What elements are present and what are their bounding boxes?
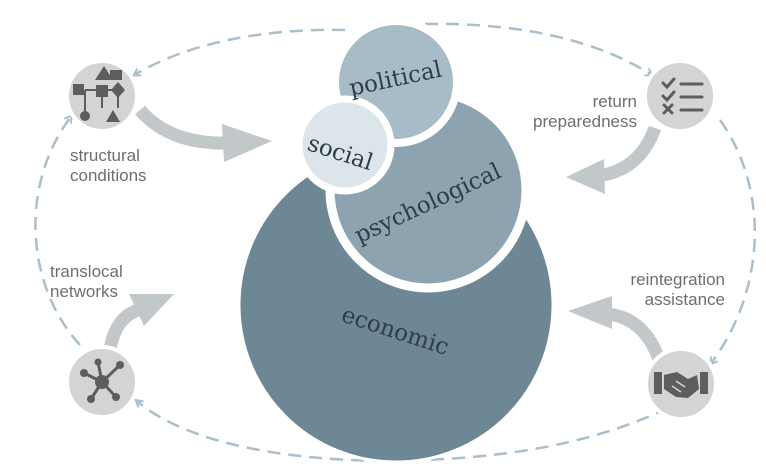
dimension-circles: political social psychological economic	[237, 17, 555, 464]
arrow-structural-head	[222, 124, 272, 162]
structural-label-line2: conditions	[70, 166, 147, 185]
cycle-left	[34, 118, 81, 346]
network-icon	[65, 345, 139, 419]
cycle-bottom-left	[138, 402, 386, 463]
structural-label-line1: structural	[70, 146, 140, 165]
arrow-return-head	[566, 159, 605, 194]
structural-conditions-icon	[65, 59, 139, 133]
arrow-return	[596, 125, 662, 183]
arrow-structural	[135, 105, 231, 150]
social-circle	[295, 95, 395, 195]
reintegration-label-line1: reintegration	[630, 270, 725, 289]
return-label-line2: preparedness	[533, 112, 637, 131]
checklist-icon	[643, 59, 717, 133]
factor-arrows	[103, 105, 667, 365]
cycle-top-right	[424, 22, 650, 74]
handshake-icon	[644, 347, 718, 421]
arrow-reintegration	[606, 307, 667, 365]
arrow-translocal-head	[129, 294, 174, 326]
cycle-right	[712, 119, 757, 362]
cycle-top-left	[136, 28, 346, 74]
return-label-line1: return	[593, 92, 637, 111]
reintegration-label-line2: assistance	[645, 290, 725, 309]
arrow-reintegration-head	[568, 296, 612, 329]
arrow-translocal	[103, 303, 141, 352]
translocal-label-line1: translocal	[50, 262, 123, 281]
translocal-label-line2: networks	[50, 282, 118, 301]
